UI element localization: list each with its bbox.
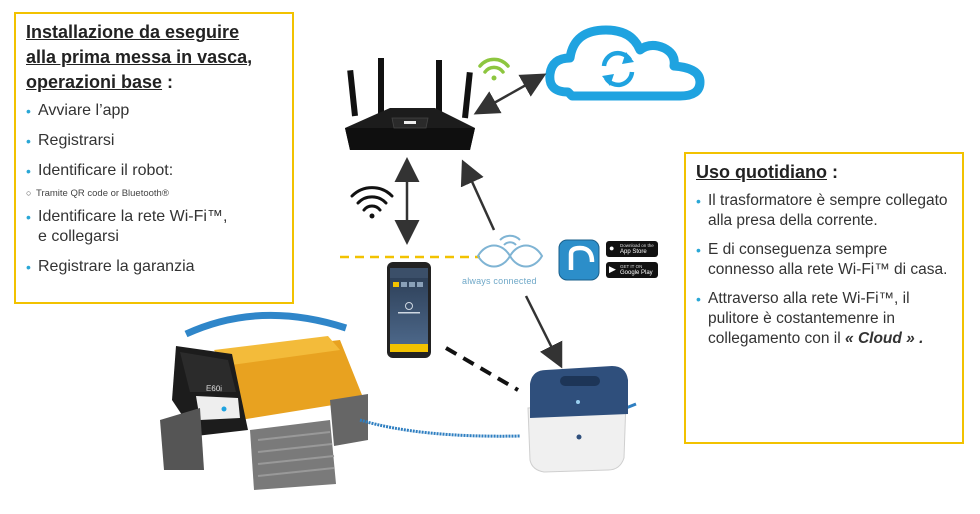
list-item: • Identificare il robot: [26,161,282,181]
router-cloud-arrow [473,73,547,115]
google-play-badge-top: GET IT ON [620,264,643,269]
app-store-badge[interactable]: ● Download on the App Store [606,241,658,257]
list-item-label: Registrarsi [38,132,115,149]
list-item-label: Identificare il robot: [38,162,174,179]
robot-model-label: E60i [205,383,223,394]
bullet-icon: • [26,259,31,275]
to-power-supply-arrow [524,295,563,369]
list-item-label: E di conseguenza sempre connesso alla re… [708,241,948,278]
bullet-icon: • [696,193,701,209]
play-icon: ▶ [609,264,616,274]
bullet-icon: • [696,291,701,307]
list-item: • Avviare l’app [26,101,282,121]
list-subitem-label: Tramite QR code or Bluetooth® [36,188,169,199]
list-item-label: Identificare la rete Wi-Fi™, [38,208,228,225]
cloud-sync-icon [545,25,705,101]
bluetooth-link-line [444,346,520,392]
list-item: • E di conseguenza sempre connesso alla r… [696,240,952,280]
bullet-icon: • [26,163,31,179]
bullet-icon: • [26,209,31,225]
list-item-label-continued: e collegarsi [38,228,119,245]
google-play-badge-bottom: Google Play [620,270,653,276]
list-item-label: Il trasformatore è sempre collegato alla… [708,192,948,229]
daily-use-title: Uso quotidiano : [696,160,952,185]
daily-use-panel: Uso quotidiano : • Il trasformatore è sem… [684,152,964,444]
bullet-icon: • [26,103,31,119]
bullet-icon: • [26,133,31,149]
daily-use-title-suffix: : [826,162,838,182]
daily-use-title-text: Uso quotidiano [696,162,827,182]
list-item: • Identificare la rete Wi-Fi™, e collegars… [26,207,282,247]
cloud-keyword: « Cloud » [845,330,915,347]
router-icon [345,58,475,150]
list-item-label: Registrare la garanzia [38,258,195,275]
list-item: • Registrare la garanzia [26,257,282,277]
setup-title-suffix: : [162,72,174,92]
wifi-icon [478,57,510,81]
list-item-label-end: . [914,330,924,347]
power-supply-icon [527,366,628,473]
list-subitem: ○ Tramite QR code or Bluetooth® [26,188,282,199]
setup-steps-list: • Avviare l’app • Registrarsi • Identificar… [26,101,282,277]
list-item: • Il trasformatore è sempre collegato all… [696,191,952,231]
list-item-label: Avviare l’app [38,102,130,119]
circle-bullet-icon: ○ [26,188,32,198]
power-cable [359,418,521,438]
list-item: • Registrarsi [26,131,282,151]
app-icon [558,239,600,281]
setup-title: Installazione da eseguire alla prima mes… [26,20,282,95]
smartphone-icon [387,262,431,358]
list-item: • Attraverso alla rete Wi-Fi™, il pulitor… [696,289,952,349]
always-connected-icon [476,234,544,268]
daily-use-list: • Il trasformatore è sempre collegato all… [696,191,952,349]
bullet-icon: • [696,242,701,258]
setup-title-line-1: Installazione da eseguire [26,22,240,42]
setup-title-line-2: alla prima messa in vasca, [26,47,253,67]
setup-title-line-3: operazioni base [26,72,163,92]
setup-instructions-panel: Installazione da eseguire alla prima mes… [14,12,294,304]
google-play-badge[interactable]: ▶ GET IT ON Google Play [606,262,658,278]
list-item-label: Attraverso alla rete Wi-Fi™, il pulitore… [708,290,910,347]
wifi-icon [350,186,394,219]
app-store-badge-bottom: App Store [620,249,647,255]
apple-icon: ● [609,243,615,253]
cloud-to-router-arrow [460,159,496,231]
robot-cleaner-icon [160,311,368,490]
always-connected-label: always connected [462,276,537,286]
app-store-badge-top: Download on the [620,243,654,248]
